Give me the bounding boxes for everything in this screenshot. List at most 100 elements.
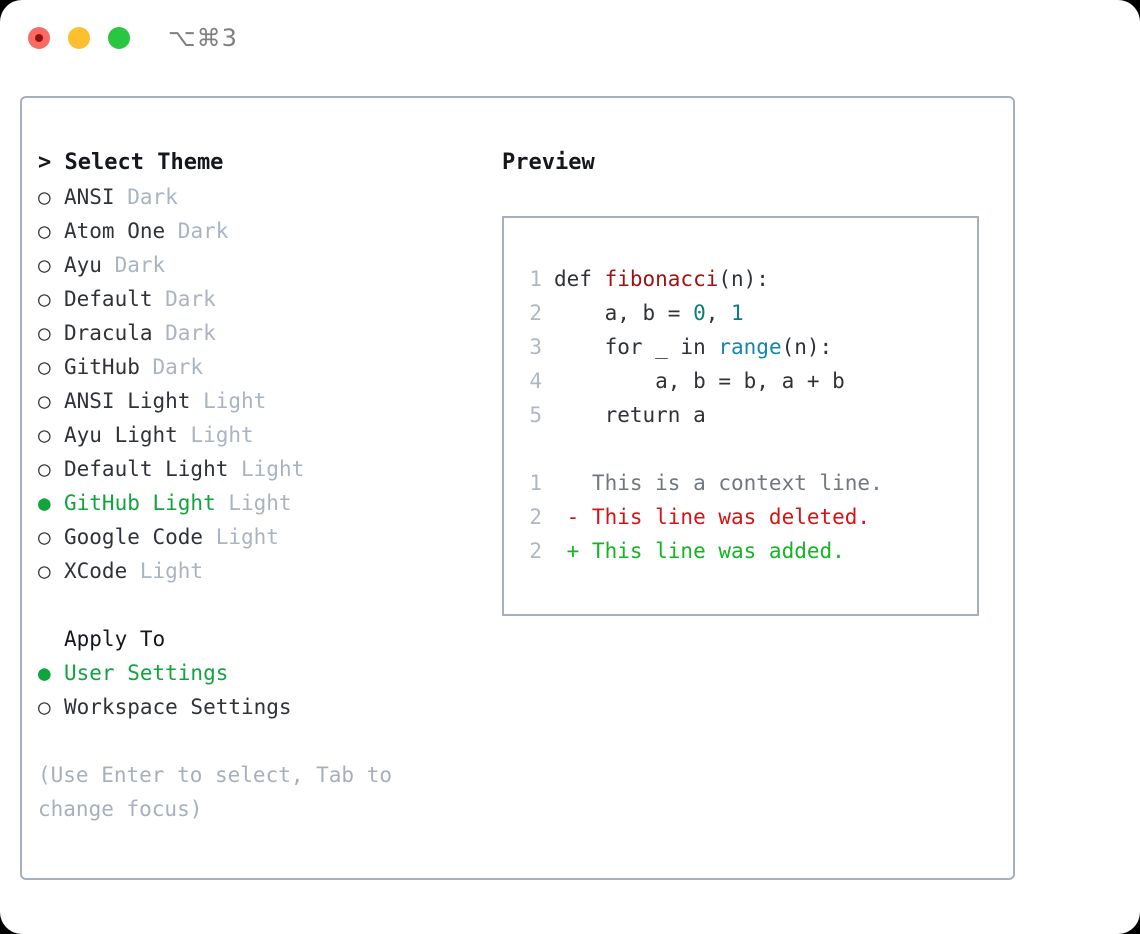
theme-name: Ayu Light: [64, 423, 178, 447]
theme-selector-column: > Select Theme ○ANSI Dark○Atom One Dark○…: [38, 146, 478, 826]
code-token-builtin: range: [718, 335, 782, 359]
code-token-plain: for _ in: [554, 335, 719, 359]
radio-unselected-icon: ○: [38, 321, 51, 345]
theme-option-ayu-light[interactable]: ○ Ayu Light Light: [38, 418, 478, 452]
code-line: 4 a, b = b, a + b: [514, 364, 971, 398]
radio-unselected-icon: ○: [38, 695, 51, 719]
diff-line-add: 2 + This line was added.: [514, 534, 971, 568]
radio-unselected-icon: ○: [38, 457, 51, 481]
line-number: 3: [529, 335, 542, 359]
select-theme-heading: > Select Theme: [38, 150, 224, 175]
theme-name: Default: [64, 287, 153, 311]
title-bar: ⌥⌘3: [0, 0, 1140, 78]
code-line: 3 for _ in range(n):: [514, 330, 971, 364]
code-line: 2 a, b = 0, 1: [514, 296, 971, 330]
theme-option-github[interactable]: ○ GitHub Dark: [38, 350, 478, 384]
theme-variant-badge: Dark: [152, 287, 216, 311]
diff-line-del: 2 - This line was deleted.: [514, 500, 971, 534]
theme-name: ANSI: [64, 185, 115, 209]
theme-variant-badge: Light: [177, 423, 254, 447]
theme-variant-badge: Light: [203, 525, 279, 549]
line-number: 2: [529, 301, 542, 325]
theme-option-atom-one[interactable]: ○Atom One Dark: [38, 214, 478, 248]
radio-unselected-icon: ○: [38, 389, 51, 413]
theme-option-default-light[interactable]: ○ Default Light Light: [38, 452, 478, 486]
line-number: 4: [529, 369, 542, 393]
apply-to-name: Workspace Settings: [64, 695, 292, 719]
code-token-plain: ,: [705, 301, 732, 325]
theme-name: Google Code: [64, 525, 204, 549]
radio-unselected-icon: ○: [38, 423, 51, 447]
code-line: 5 return a: [514, 398, 971, 432]
radio-unselected-icon: ○: [38, 253, 51, 277]
theme-option-default[interactable]: ○Default Dark: [38, 282, 478, 316]
theme-option-google-code[interactable]: ○ Google Code Light: [38, 520, 478, 554]
diff-line-context: 1 This is a context line.: [514, 466, 971, 500]
theme-name: Dracula: [64, 321, 153, 345]
diff-text: This is a context line.: [554, 471, 883, 495]
theme-variant-badge: Dark: [101, 253, 166, 277]
code-token-num: 0: [693, 301, 706, 325]
line-number: 1: [529, 471, 542, 495]
apply-to-option-workspace-settings[interactable]: ○ Workspace Settings: [38, 690, 478, 724]
theme-variant-badge: Light: [127, 559, 204, 583]
apply-to-label: Apply To: [64, 627, 166, 651]
theme-variant-badge: Light: [215, 491, 292, 515]
zoom-button[interactable]: [108, 27, 130, 49]
diff-text: + This line was added.: [554, 539, 845, 563]
minimize-button[interactable]: [68, 27, 90, 49]
line-number: 2: [529, 539, 542, 563]
diff-text: - This line was deleted.: [554, 505, 871, 529]
theme-variant-badge: Dark: [139, 355, 204, 379]
diff-block: 1 This is a context line.2 - This line w…: [514, 466, 971, 568]
theme-name: GitHub: [64, 355, 140, 379]
radio-selected-icon: ●: [38, 661, 51, 685]
apply-to-option-user-settings[interactable]: ● User Settings: [38, 656, 478, 690]
theme-variant-badge: Light: [228, 457, 305, 481]
code-token-plain: a, b = b, a + b: [554, 369, 845, 393]
radio-unselected-icon: ○: [38, 185, 51, 209]
code-token-plain: def: [554, 267, 605, 291]
radio-unselected-icon: ○: [38, 559, 51, 583]
theme-option-ayu[interactable]: ○ Ayu Dark: [38, 248, 478, 282]
line-number: 1: [529, 267, 542, 291]
theme-name: ANSI Light: [64, 389, 191, 413]
list-spacer: [38, 588, 478, 622]
keyboard-shortcut-label: ⌥⌘3: [168, 24, 238, 52]
code-token-num: 1: [731, 301, 744, 325]
theme-name: Atom One: [64, 219, 166, 243]
code-token-plain: a, b =: [554, 301, 694, 325]
code-token-plain: (n):: [718, 267, 769, 291]
theme-name: Default Light: [64, 457, 229, 481]
apply-to-list[interactable]: ● User Settings ○ Workspace Settings: [38, 656, 478, 724]
theme-option-ansi[interactable]: ○ ANSI Dark: [38, 180, 478, 214]
theme-variant-badge: Light: [190, 389, 267, 413]
keyboard-hint: (Use Enter to select, Tab to change focu…: [38, 763, 405, 821]
preview-heading: Preview: [502, 150, 595, 175]
main-panel: > Select Theme ○ANSI Dark○Atom One Dark○…: [20, 96, 1015, 880]
theme-variant-badge: Dark: [152, 321, 216, 345]
theme-name: GitHub Light: [64, 491, 216, 515]
radio-selected-icon: ●: [38, 491, 51, 515]
radio-unselected-icon: ○: [38, 355, 51, 379]
code-token-plain: (n):: [781, 335, 833, 359]
theme-name: Ayu: [64, 253, 102, 277]
theme-option-dracula[interactable]: ○ Dracula Dark: [38, 316, 478, 350]
theme-variant-badge: Dark: [165, 219, 229, 243]
theme-option-ansi-light[interactable]: ○ ANSI Light Light: [38, 384, 478, 418]
theme-option-github-light[interactable]: ● GitHub Light Light: [38, 486, 478, 520]
theme-option-xcode[interactable]: ○ XCode Light: [38, 554, 478, 588]
theme-name: XCode: [64, 559, 128, 583]
theme-variant-badge: Dark: [114, 185, 178, 209]
apply-to-name: User Settings: [64, 661, 229, 685]
theme-list[interactable]: ○ANSI Dark○Atom One Dark○Ayu Dark○Defaul…: [38, 180, 478, 588]
code-token-plain: return a: [554, 403, 706, 427]
line-number: 5: [529, 403, 542, 427]
line-number: 2: [529, 505, 542, 529]
radio-unselected-icon: ○: [38, 525, 51, 549]
